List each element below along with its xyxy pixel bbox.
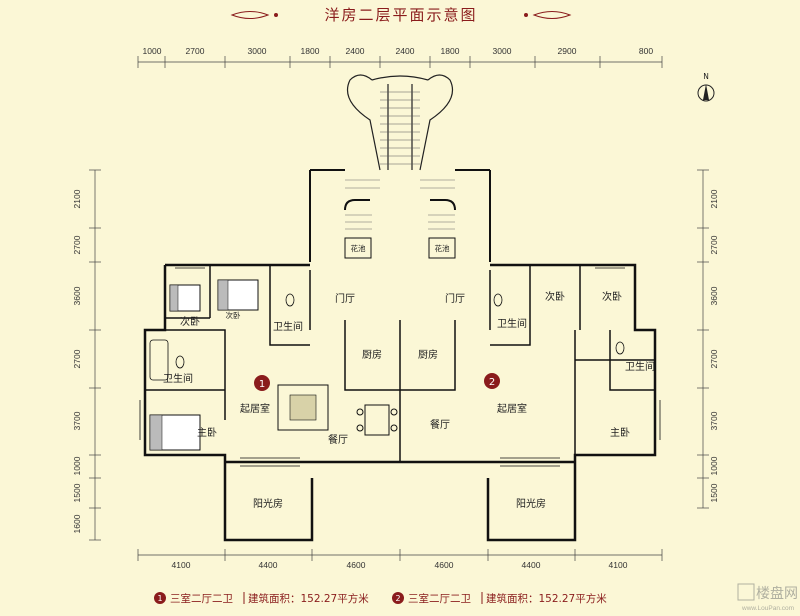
dim-left-6: 1000 [72,456,82,475]
bed-icon-left-1 [169,284,201,312]
room-bathroom-left-1: 卫生间 [273,320,303,333]
dim-right-3: 3600 [709,286,719,305]
watermark-brand: 楼盘网 [756,585,798,602]
dim-top-3: 3000 [248,46,267,56]
dimension-right [697,169,709,509]
dim-bottom-3: 4600 [347,560,366,570]
dim-top-9: 2900 [558,46,577,56]
dim-left-5: 3700 [72,411,82,430]
interior-walls-left [145,265,401,462]
dim-bottom-2: 4400 [259,560,278,570]
room-sunroom-right: 阳光房 [516,497,546,510]
dim-left-8: 1600 [72,514,82,533]
room-bedroom-left-1: 次卧 [180,315,200,328]
stair-treads [380,91,420,165]
toilet-icon-left [149,293,295,381]
dim-top-8: 3000 [493,46,512,56]
room-living-left: 起居室 [240,402,270,415]
dim-right-4: 2700 [709,349,719,368]
room-master-left: 主卧 [197,426,217,439]
interior-walls-right [400,265,655,455]
legend-1-area: 建筑面积：152.27平方米 [248,592,369,605]
dim-right-5: 3700 [709,411,719,430]
room-living-right: 起居室 [497,402,527,415]
unit-marker-1-label: 1 [259,379,265,390]
windows [139,267,661,467]
dim-left-2: 2700 [72,235,82,254]
legend-1-num: 1 [157,594,162,603]
dim-top-5: 2400 [346,46,365,56]
room-bedroom-right-1: 次卧 [545,290,565,303]
legend-2-text: 三室二厅二卫 [408,592,471,605]
dim-top-4: 1800 [301,46,320,56]
dim-left-7: 1500 [72,483,82,502]
watermark-url: www.LouPan.com [741,605,794,612]
room-flower-bed-left: 花池 [351,243,366,253]
room-flower-bed-right: 花池 [435,243,450,253]
entry-stairs [345,179,455,230]
room-bedroom-left-2: 次卧 [226,310,241,320]
room-kitchen-left: 厨房 [362,348,382,361]
room-kitchen-right: 厨房 [418,348,438,361]
dim-left-1: 2100 [72,189,82,208]
room-dining-left: 餐厅 [328,433,348,446]
dim-right-6: 1000 [709,456,719,475]
legend-2-area: 建筑面积：152.27平方米 [486,592,607,605]
dim-right-1: 2100 [709,189,719,208]
unit-marker-2: 2 [484,373,500,389]
dimension-left [89,169,101,541]
room-dining-right: 餐厅 [430,418,450,431]
north-compass-icon [697,84,715,102]
dim-bottom-5: 4400 [522,560,541,570]
page-title: 洋房二层平面示意图 [324,6,477,24]
dimension-top [137,56,663,68]
legend: 1 三室二厅二卫 建筑面积：152.27平方米 2 三室二厅二卫 建筑面积：15… [154,592,607,605]
room-bathroom-left-2: 卫生间 [163,372,193,385]
flower-bed-left-box [344,237,372,259]
bed-icon-master-left [149,414,201,451]
dimension-bottom [137,549,663,561]
dim-bottom-6: 4100 [609,560,628,570]
exterior-walls [143,263,657,542]
legend-1-text: 三室二厅二卫 [170,592,233,605]
dim-top-2: 2700 [186,46,205,56]
room-master-right: 主卧 [610,426,630,439]
room-lobby-left: 门厅 [335,292,355,305]
room-lobby-right: 门厅 [445,292,465,305]
unit-marker-1: 1 [254,375,270,391]
sofa-set-icon [277,384,329,431]
unit-marker-2-label: 2 [489,377,495,388]
dim-top-6: 2400 [396,46,415,56]
staircase [346,74,454,171]
dim-left-3: 3600 [72,286,82,305]
legend-2-num: 2 [395,594,400,603]
watermark-logo-icon [737,583,755,601]
dim-bottom-4: 4600 [435,560,454,570]
room-bathroom-right-1: 卫生间 [497,317,527,330]
room-bedroom-right-2: 次卧 [602,290,622,303]
dim-top-7: 1800 [441,46,460,56]
dim-top-1: 1000 [143,46,162,56]
dim-top-10: 800 [639,46,653,56]
toilet-icon-right [493,293,625,355]
flower-bed-right-box [428,237,456,259]
entry-block [309,169,491,262]
room-sunroom-left: 阳光房 [253,497,283,510]
compass-label: N [703,72,709,81]
room-bathroom-right-2: 卫生间 [625,360,655,373]
title-ornament-left [230,11,278,19]
dining-table-icon [356,404,398,436]
bed-icon-left-2 [217,279,259,311]
dim-left-4: 2700 [72,349,82,368]
dim-right-7: 1500 [709,483,719,502]
dim-right-2: 2700 [709,235,719,254]
dim-bottom-1: 4100 [172,560,191,570]
title-ornament-right [524,11,572,19]
watermark: 楼盘网 www.LouPan.com [737,583,798,612]
